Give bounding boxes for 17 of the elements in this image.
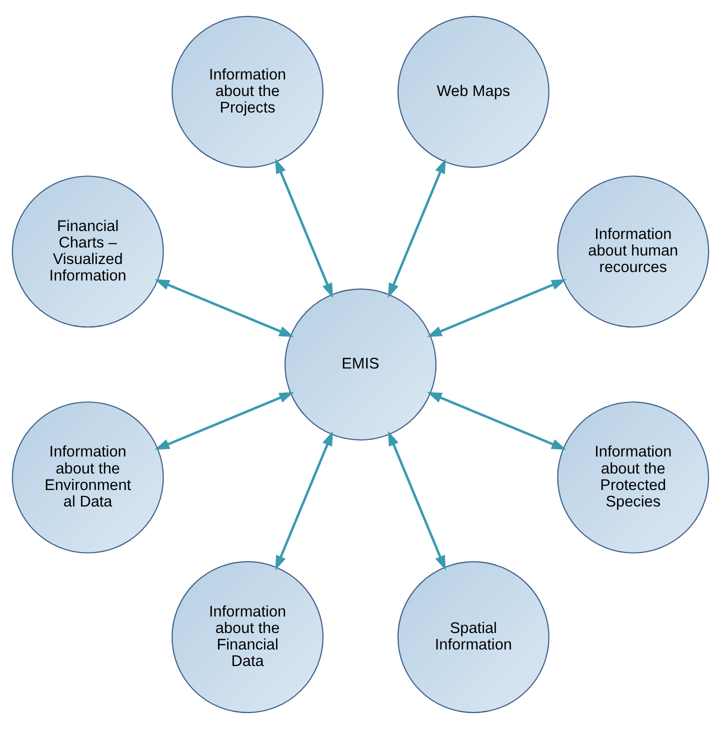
node-circle: Information about the Environment al Data: [12, 401, 164, 554]
node-circle: Spatial Information: [397, 561, 550, 714]
node-circle: Information about human recources: [557, 176, 710, 328]
node-circle: EMIS: [284, 288, 436, 440]
node-circle: Financial Charts – Visualized Information: [12, 176, 164, 328]
arrow: [388, 430, 446, 570]
node-circle: Information about the Projects: [172, 16, 324, 168]
node-circle: Information about the Protected Species: [557, 401, 710, 554]
arrow: [426, 392, 566, 450]
node-circle: Information about the Financial Data: [172, 561, 324, 714]
arrow: [154, 279, 294, 337]
arrow: [426, 279, 566, 337]
node-circle: Web Maps: [397, 16, 550, 168]
arrow: [275, 430, 333, 570]
arrow: [154, 392, 294, 450]
arrow: [388, 158, 446, 298]
arrow: [275, 158, 333, 298]
